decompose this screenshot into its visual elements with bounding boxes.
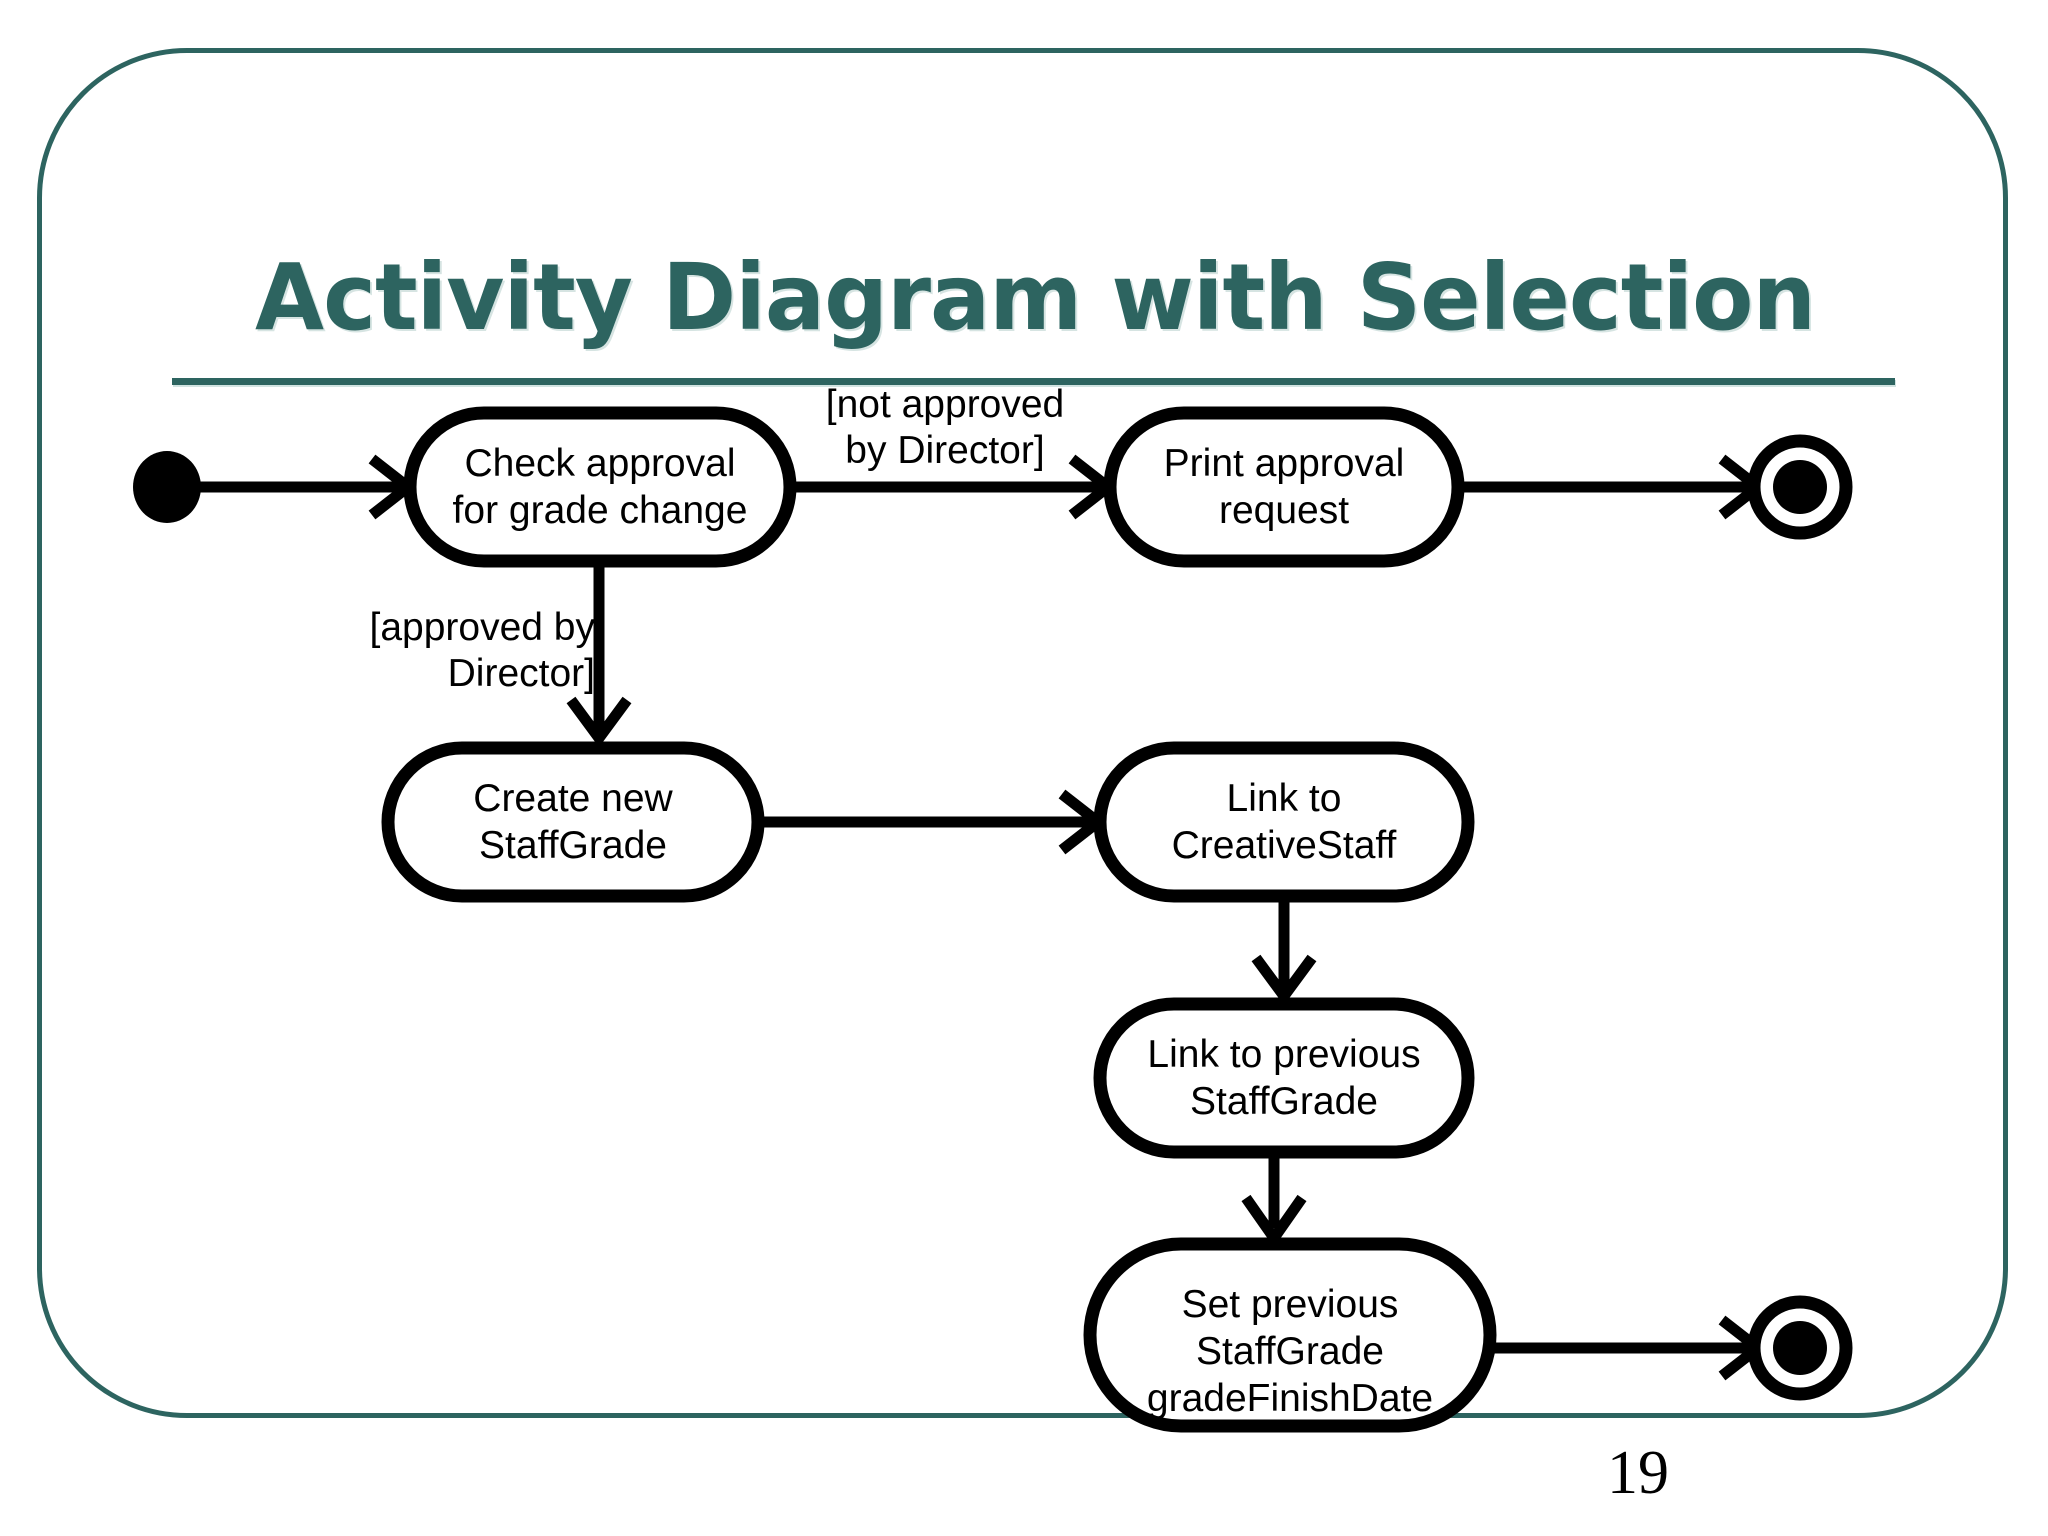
title-underline-rule <box>172 378 1895 385</box>
activity-node-set-gradefinishdate[interactable] <box>1083 1237 1497 1433</box>
page-title: Activity Diagram with Selection <box>254 244 1816 351</box>
final-node-top-core <box>1773 460 1827 514</box>
activity-node-link-previous-staffgrade[interactable] <box>1093 997 1475 1159</box>
page-number: 19 <box>1607 1439 1669 1507</box>
page-title-block: Activity Diagram with Selection <box>170 252 1900 344</box>
activity-node-link-creativestaff[interactable] <box>1093 741 1475 903</box>
guard-label-approved: [approved by Director] <box>369 606 596 695</box>
activity-node-print-approval[interactable] <box>1103 406 1465 568</box>
activity-node-check-approval[interactable] <box>403 406 797 568</box>
arrowhead-creativestaff-to-previous <box>1251 954 1317 1006</box>
guard-label-not-approved: [not approved by Director] <box>825 383 1065 472</box>
initial-node[interactable] <box>133 451 201 523</box>
arrowhead-check-to-create <box>566 696 632 748</box>
final-node-bottom-core <box>1773 1321 1827 1375</box>
activity-node-create-staffgrade[interactable] <box>381 741 765 903</box>
